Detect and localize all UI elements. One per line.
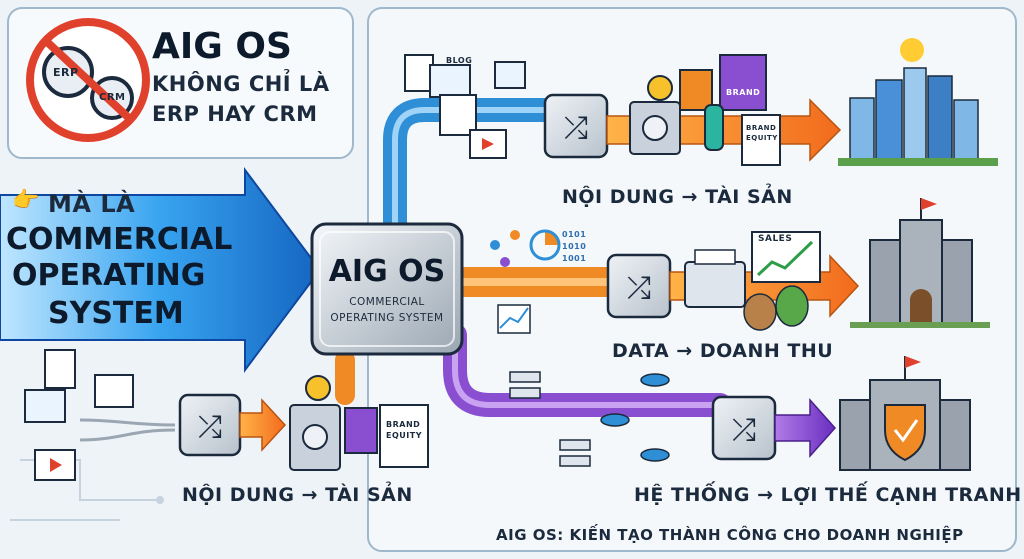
- title-line-1: KHÔNG CHỈ LÀ: [152, 72, 330, 96]
- brand-bag-label: BRAND: [726, 88, 761, 97]
- left-content-docs-icon: [24, 349, 176, 481]
- bottom-flow-caption: HỆ THỐNG → LỢI THẾ CẠNH TRANH: [634, 484, 1022, 506]
- core-subtitle-1: COMMERCIAL: [349, 296, 425, 308]
- left-brand-equity-label-2: EQUITY: [386, 431, 422, 440]
- title-heading: AIG OS: [152, 26, 292, 67]
- arrow-to-fortress: [774, 398, 837, 458]
- left-flow-caption: NỘI DUNG → TÀI SẢN: [182, 484, 413, 506]
- binary-1: 0101: [562, 230, 587, 239]
- left-safe-products-icon: [289, 375, 429, 471]
- no-erp-crm-icon: [26, 18, 150, 142]
- brand-equity-label-1: BRAND: [746, 124, 777, 132]
- arrow-line-1: COMMERCIAL: [6, 222, 233, 257]
- fortress-shield-icon: [839, 356, 971, 471]
- arrow-to-safe: [239, 398, 287, 452]
- footer-tagline: AIG OS: KIẾN TẠO THÀNH CÔNG CHO DOANH NG…: [496, 526, 964, 544]
- shuffle-box-middle: ⤮: [606, 253, 672, 319]
- binary-3: 1001: [562, 254, 587, 263]
- data-icons: [490, 229, 561, 334]
- shuffle-box-bottom: ⤮: [711, 395, 777, 461]
- svg-text:⤮: ⤮: [198, 410, 222, 445]
- sales-label: SALES: [758, 234, 793, 244]
- pointing-hand-icon: 👉: [12, 188, 40, 213]
- top-flow-caption: NỘI DUNG → TÀI SẢN: [562, 186, 793, 208]
- title-line-2: ERP HAY CRM: [152, 102, 318, 126]
- shuffle-box-top: ⤮: [543, 93, 609, 159]
- core-subtitle-2: OPERATING SYSTEM: [330, 312, 444, 324]
- left-brand-equity-label-1: BRAND: [386, 420, 421, 429]
- svg-text:⤮: ⤮: [564, 111, 588, 146]
- cash-register-sales-icon: [684, 231, 821, 331]
- brand-equity-label-2: EQUITY: [746, 134, 778, 142]
- blog-label: BLOG: [446, 56, 473, 65]
- core-aig-os-box: [310, 222, 464, 356]
- crm-gear-label: CRM: [99, 92, 126, 103]
- castle-icon: [850, 198, 990, 328]
- lead-text: MÀ LÀ: [48, 190, 136, 218]
- big-blue-arrow: [0, 167, 322, 373]
- content-docs-icon: [404, 54, 526, 159]
- middle-flow-caption: DATA → DOANH THU: [612, 340, 834, 362]
- erp-gear-label: ERP: [53, 66, 79, 79]
- core-title: AIG OS: [328, 254, 446, 289]
- arrow-line-2: OPERATING: [12, 258, 206, 293]
- binary-2: 1010: [562, 242, 587, 251]
- arrow-line-3: SYSTEM: [48, 296, 184, 331]
- safe-and-products-icon: [629, 54, 781, 166]
- shuffle-box-left: ⤮: [178, 393, 242, 457]
- svg-text:⤮: ⤮: [627, 271, 651, 306]
- svg-text:⤮: ⤮: [732, 413, 756, 448]
- servers-database-icons: [509, 371, 670, 467]
- city-skyline-icon: [838, 38, 998, 166]
- pipes: [335, 98, 732, 417]
